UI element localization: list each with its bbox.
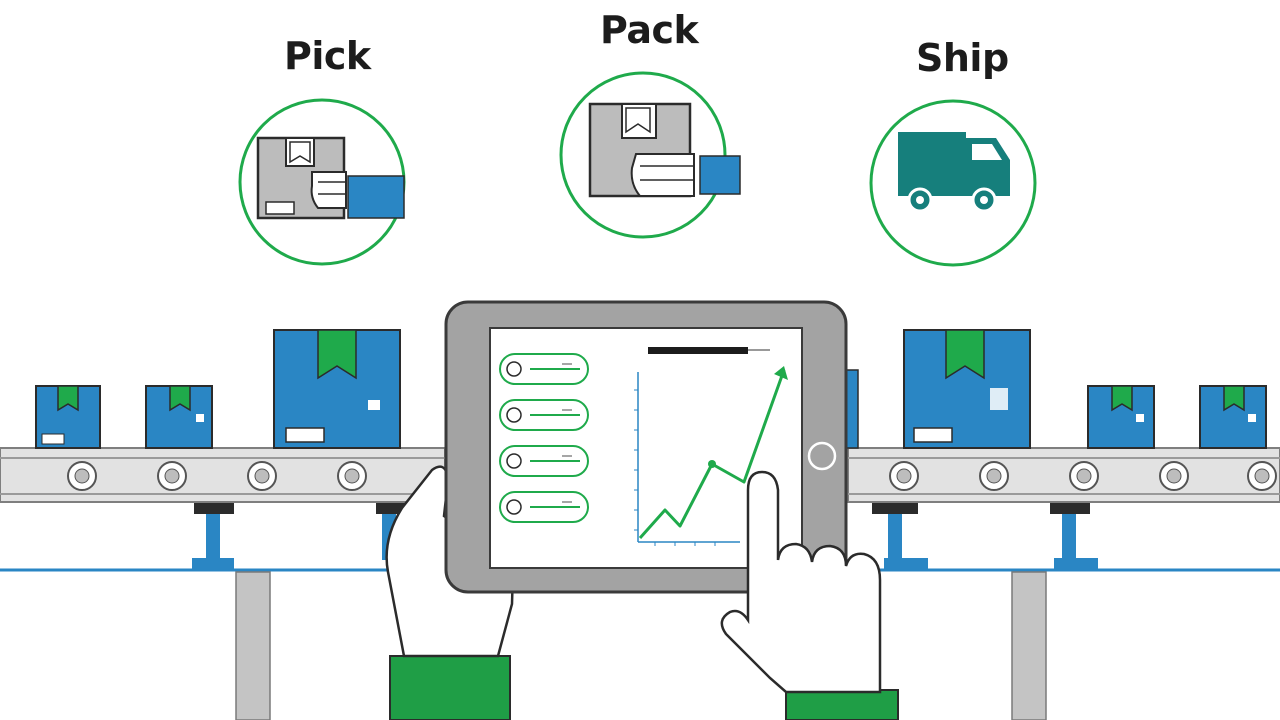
package-box	[145, 385, 213, 449]
chart-title-bar	[648, 347, 748, 354]
list-item[interactable]	[499, 491, 589, 523]
list-item[interactable]	[499, 399, 589, 431]
trend-chart	[634, 347, 788, 546]
home-button[interactable]	[807, 441, 837, 471]
tablet-list	[499, 353, 589, 523]
package-box	[1087, 385, 1155, 449]
data-point	[708, 460, 716, 468]
list-item[interactable]	[499, 445, 589, 477]
box-hand-pick-icon[interactable]	[238, 98, 406, 266]
trend-arrow-icon	[774, 366, 788, 380]
delivery-truck-icon[interactable]	[869, 99, 1037, 267]
package-box	[903, 329, 1031, 449]
box-hand-pack-icon[interactable]	[559, 71, 741, 239]
package-box	[35, 385, 101, 449]
stage-label-pick: Pick	[284, 34, 371, 78]
package-box	[273, 329, 401, 449]
list-item[interactable]	[499, 353, 589, 385]
stage-label-ship: Ship	[916, 36, 1009, 80]
trend-line	[638, 369, 786, 539]
package-box	[845, 369, 859, 449]
conveyor-left	[0, 447, 446, 720]
package-box	[1199, 385, 1267, 449]
conveyor-right	[847, 447, 1280, 720]
stage-label-pack: Pack	[600, 8, 699, 52]
right-hand-pointer	[720, 470, 899, 720]
